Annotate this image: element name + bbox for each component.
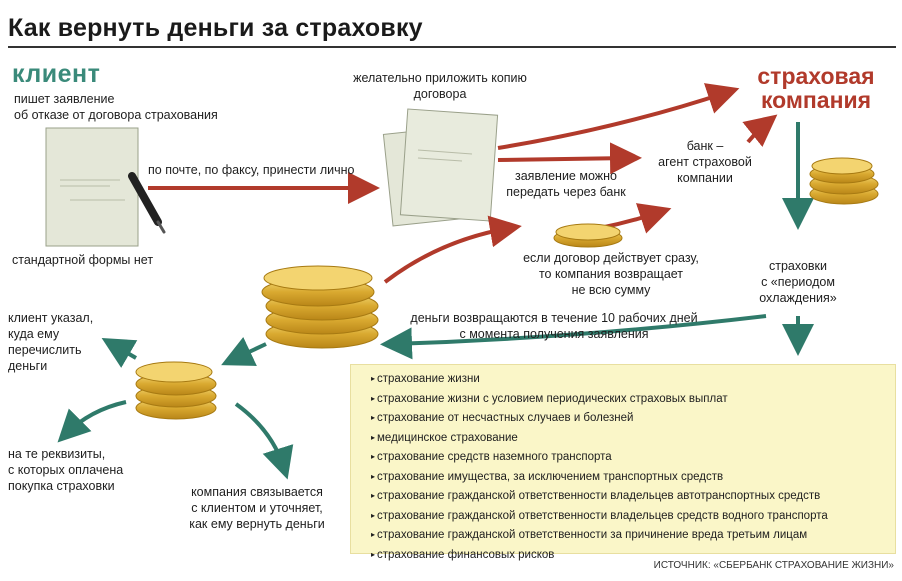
attach-line: договора	[413, 87, 467, 101]
client-specified-note: клиент указал, куда ему перечислить день…	[8, 310, 93, 374]
insurance-type-item: страхование гражданской ответственности …	[371, 487, 895, 507]
arrow-to-company-contacts	[234, 402, 294, 480]
cooling-period-note: страховки с «периодом охлаждения»	[740, 258, 856, 306]
arrow-bank-to-company	[742, 114, 778, 147]
arrow-coins-to-contract	[383, 215, 522, 284]
contract-line: не всю сумму	[571, 283, 651, 297]
cooling-line: с «периодом	[761, 275, 835, 289]
client-statement-line: об отказе от договора страхования	[14, 108, 218, 122]
client-specified-line: перечислить	[8, 343, 82, 357]
delivery-methods: по почте, по факсу, принести лично	[148, 163, 355, 177]
title-divider	[8, 46, 896, 48]
money-return-note: деньги возвращаются в течение 10 рабочих…	[386, 310, 722, 342]
via-bank-note: заявление можно передать через банк	[486, 168, 646, 200]
insurance-types-box: страхование жизнистрахование жизни с усл…	[350, 364, 896, 561]
insurance-type-item: медицинское страхование	[371, 429, 895, 449]
coin-small-icon	[553, 223, 623, 248]
cooling-line: охлаждения»	[759, 291, 837, 305]
return-line: с момента получения заявления	[459, 327, 649, 341]
source-caption: ИСТОЧНИК: «СБЕРБАНК СТРАХОВАНИЕ ЖИЗНИ»	[653, 560, 894, 571]
client-specified-line: куда ему	[8, 327, 60, 341]
cooling-line: страховки	[768, 259, 828, 273]
contacts-line: как ему вернуть деньги	[189, 517, 325, 531]
details-line: покупка страховки	[8, 479, 115, 493]
contract-copy-icon	[382, 108, 499, 227]
contacts-line: с клиентом и уточняет,	[191, 501, 323, 515]
return-line: деньги возвращаются в течение 10 рабочих…	[410, 311, 698, 325]
coin-stack-large-icon	[261, 265, 379, 349]
client-specified-line: деньги	[8, 359, 48, 373]
company-contacts-note: компания связывается с клиентом и уточня…	[172, 484, 342, 532]
insurance-types-list: страхование жизнистрахование жизни с усл…	[351, 365, 895, 565]
via-bank-line: передать через банк	[506, 185, 626, 199]
arrow-return-money	[380, 314, 767, 360]
arrow-to-client-specified	[101, 337, 138, 368]
insurance-type-item: страхование имущества, за исключением тр…	[371, 468, 895, 488]
insurance-type-item: страхование гражданской ответственности …	[371, 526, 895, 546]
contract-line: то компания возвращает	[538, 267, 684, 281]
details-line: на те реквизиты,	[8, 447, 106, 461]
payment-details-note: на те реквизиты, с которых оплачена поку…	[8, 446, 123, 494]
client-statement: пишет заявление об отказе от договора ст…	[14, 91, 218, 123]
details-line: с которых оплачена	[8, 463, 124, 477]
insurance-type-item: страхование жизни с условием периодическ…	[371, 390, 895, 410]
bank-line: банк –	[686, 139, 724, 153]
no-standard-form: стандартной формы нет	[12, 253, 154, 267]
company-line: страховая	[757, 63, 875, 89]
insurance-type-item: страхование финансовых рисков	[371, 546, 895, 566]
attach-copy-note: желательно приложить копию договора	[330, 70, 550, 102]
company-line: компания	[760, 87, 872, 113]
insurance-type-item: страхование жизни	[371, 370, 895, 390]
coin-stack-medium-icon	[135, 361, 217, 420]
insurance-type-item: страхование средств наземного транспорта	[371, 448, 895, 468]
arrow-document-to-company	[497, 83, 740, 150]
bank-line: агент страховой	[658, 155, 752, 169]
coin-stack-right-icon	[809, 157, 879, 205]
insurance-company-heading: страховая компания	[736, 64, 896, 112]
statement-document-icon	[45, 127, 139, 247]
client-statement-line: пишет заявление	[14, 92, 115, 106]
client-specified-line: клиент указал,	[8, 311, 94, 325]
contract-line: если договор действует сразу,	[523, 251, 699, 265]
insurance-type-item: страхование гражданской ответственности …	[371, 507, 895, 527]
contacts-line: компания связывается	[191, 485, 323, 499]
client-heading: клиент	[12, 60, 101, 88]
bank-agent-note: банк – агент страховой компании	[640, 138, 770, 186]
bank-line: компании	[677, 171, 733, 185]
pen-icon	[128, 172, 166, 234]
contract-immediate-note: если договор действует сразу, то компани…	[496, 250, 726, 298]
attach-line: желательно приложить копию	[353, 71, 527, 85]
arrow-to-small-coins	[221, 337, 267, 366]
page-title: Как вернуть деньги за страховку	[8, 14, 423, 42]
via-bank-line: заявление можно	[515, 169, 617, 183]
insurance-type-item: страхование от несчастных случаев и боле…	[371, 409, 895, 429]
arrow-to-details	[57, 400, 127, 443]
arrow-document-to-bank	[497, 142, 642, 175]
